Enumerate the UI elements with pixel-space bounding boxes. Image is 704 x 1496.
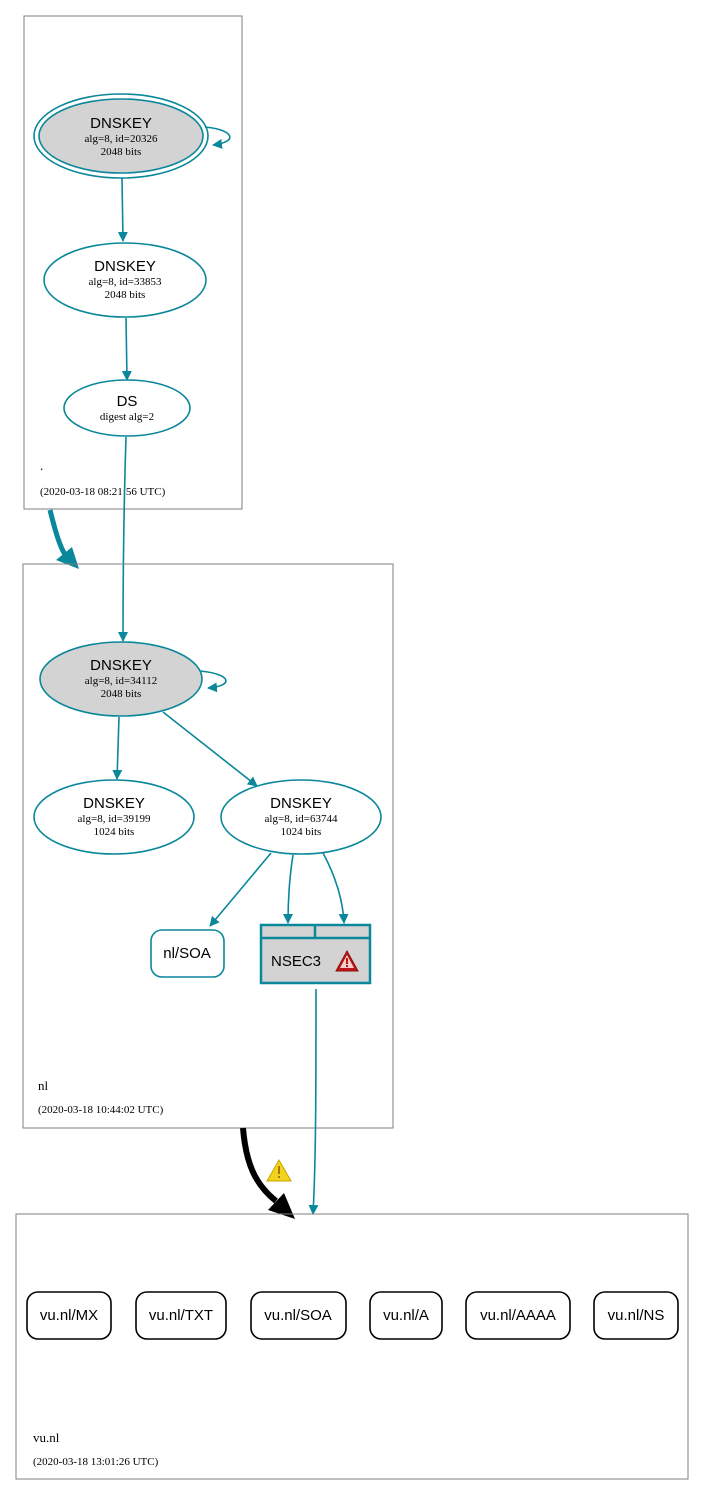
edge-root-zsk-to-ds: [121, 317, 132, 381]
edge-zsk2-to-nl-soa: [209, 852, 272, 927]
edge-root-ksk-to-zsk: [117, 177, 128, 242]
rrset-txt-label: vu.nl/TXT: [149, 1307, 213, 1324]
nl-soa-node[interactable]: nl/SOA: [150, 929, 225, 978]
delegation-root-to-nl-arrowhead: [56, 547, 79, 569]
nl-ksk-line1: alg=8, id=34112: [85, 675, 158, 687]
rrset-a[interactable]: vu.nl/A: [369, 1291, 443, 1340]
nl-ksk-self-edge: [199, 670, 227, 693]
zone-vu-name: vu.nl: [33, 1430, 60, 1445]
rrset-txt[interactable]: vu.nl/TXT: [135, 1291, 227, 1340]
edge-nsec3-to-vu: [308, 988, 319, 1215]
delegation-nl-to-vu: [240, 1127, 278, 1204]
zone-nl-timestamp: (2020-03-18 10:44:02 UTC): [38, 1104, 164, 1116]
root-ksk-self-edge: [204, 126, 231, 149]
nl-zsk1-line2: 1024 bits: [94, 826, 135, 838]
nl-zsk2-node[interactable]: DNSKEY alg=8, id=63744 1024 bits: [220, 779, 382, 855]
rrset-mx[interactable]: vu.nl/MX: [26, 1291, 112, 1340]
rrset-aaaa[interactable]: vu.nl/AAAA: [465, 1291, 571, 1340]
nl-ksk-line2: 2048 bits: [101, 688, 142, 700]
edge-ds-to-nl-ksk: [118, 436, 129, 642]
zone-root-name: .: [40, 458, 43, 473]
root-ksk-line1: alg=8, id=20326: [85, 133, 158, 145]
nl-ksk-title: DNSKEY: [90, 657, 152, 674]
root-ds-line1: digest alg=2: [100, 411, 154, 423]
nl-zsk2-title: DNSKEY: [270, 795, 332, 812]
root-zsk-title: DNSKEY: [94, 258, 156, 275]
nl-zsk1-line1: alg=8, id=39199: [78, 813, 151, 825]
zone-root-timestamp: (2020-03-18 08:21:56 UTC): [40, 486, 166, 498]
zone-nl-box: [22, 563, 394, 1129]
root-zsk-line1: alg=8, id=33853: [89, 276, 162, 288]
edge-zsk2-to-nsec3-a: [283, 854, 294, 924]
root-ksk-node[interactable]: DNSKEY alg=8, id=20326 2048 bits: [33, 93, 209, 179]
root-zsk-line2: 2048 bits: [105, 289, 146, 301]
rrset-soa[interactable]: vu.nl/SOA: [250, 1291, 347, 1340]
zone-nl-name: nl: [38, 1078, 49, 1093]
rrset-a-label: vu.nl/A: [383, 1307, 429, 1324]
delegation-root-to-nl: [47, 509, 69, 558]
edge-zsk2-to-nsec3-b: [322, 852, 349, 924]
nl-zsk2-line1: alg=8, id=63744: [265, 813, 338, 825]
nl-nsec3-label: NSEC3: [271, 953, 321, 970]
warning-icon: [335, 949, 359, 972]
edge-nl-ksk-to-zsk2: [162, 711, 258, 787]
nl-ksk-node[interactable]: DNSKEY alg=8, id=34112 2048 bits: [39, 641, 203, 717]
nl-zsk1-node[interactable]: DNSKEY alg=8, id=39199 1024 bits: [33, 779, 195, 855]
rrset-ns-label: vu.nl/NS: [608, 1307, 665, 1324]
rrset-mx-label: vu.nl/MX: [40, 1307, 98, 1324]
nl-nsec3-node[interactable]: NSEC3: [259, 923, 372, 985]
zone-root-box: [23, 15, 243, 510]
nl-zsk1-title: DNSKEY: [83, 795, 145, 812]
warning-icon: [266, 1158, 292, 1182]
edge-nl-ksk-to-zsk1: [112, 716, 123, 780]
delegation-nl-to-vu-arrowhead: [268, 1193, 295, 1219]
zone-vu-box: [15, 1213, 689, 1480]
rrset-aaaa-label: vu.nl/AAAA: [480, 1307, 556, 1324]
nl-zsk2-line2: 1024 bits: [281, 826, 322, 838]
rrset-soa-label: vu.nl/SOA: [264, 1307, 332, 1324]
zone-vu-timestamp: (2020-03-18 13:01:26 UTC): [33, 1456, 159, 1468]
root-ds-node[interactable]: DS digest alg=2: [63, 379, 191, 437]
nl-soa-label: nl/SOA: [163, 945, 211, 962]
root-ds-title: DS: [117, 393, 138, 410]
rrset-ns[interactable]: vu.nl/NS: [593, 1291, 679, 1340]
root-ksk-title: DNSKEY: [90, 115, 152, 132]
root-ksk-line2: 2048 bits: [101, 146, 142, 158]
root-zsk-node[interactable]: DNSKEY alg=8, id=33853 2048 bits: [43, 242, 207, 318]
